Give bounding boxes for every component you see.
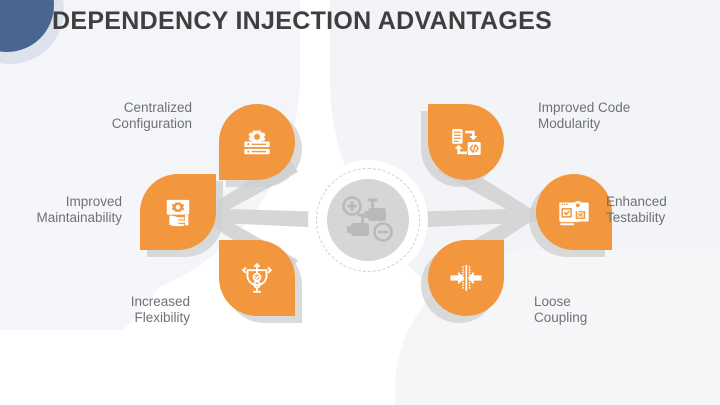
node-loose-coupling[interactable] <box>421 240 504 323</box>
opposing-arrows-split-icon <box>428 240 504 316</box>
label-enhanced-testability: Enhanced Testability <box>606 194 667 225</box>
node-improved-maintainability[interactable] <box>140 174 223 257</box>
hub-disc <box>327 179 409 261</box>
plug-connector-plus-minus-icon <box>338 190 398 250</box>
node-improved-code-modularity[interactable] <box>421 104 504 187</box>
label-improved-code-modularity: Improved Code Modularity <box>538 100 631 131</box>
node-enhanced-testability[interactable] <box>529 174 612 257</box>
hand-holding-gear-icon <box>140 174 216 250</box>
label-centralized-configuration: Centralized Configuration <box>111 100 192 131</box>
hub-dashed-ring <box>316 168 420 272</box>
background-strip-bottom <box>0 330 200 405</box>
branching-arrows-icon <box>219 240 295 316</box>
page-title: DEPENDENCY INJECTION ADVANTAGES <box>52 7 553 35</box>
browser-test-checklist-gear-icon <box>536 174 612 250</box>
petal-body <box>428 104 504 180</box>
document-code-exchange-icon <box>428 104 504 180</box>
label-improved-maintainability: Improved Maintainability <box>36 194 122 225</box>
server-stack-gear-icon <box>219 104 295 180</box>
label-increased-flexibility: Increased Flexibility <box>130 294 190 325</box>
label-loose-coupling: Loose Coupling <box>534 294 588 325</box>
node-increased-flexibility[interactable] <box>219 240 302 323</box>
node-centralized-configuration[interactable] <box>219 104 302 187</box>
